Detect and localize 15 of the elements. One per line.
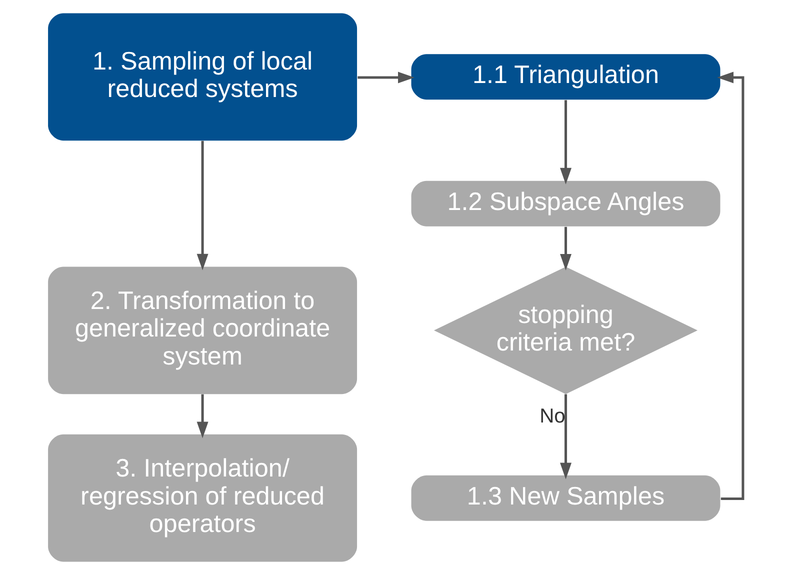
node-box: 1. Sampling of local reduced systems [48, 13, 358, 141]
node-box: 2. Transformation to generalized coordinate system [48, 266, 358, 394]
node-box: 3. Interpolation/ regression of reduced operators [48, 434, 358, 562]
edge-label: No [540, 406, 566, 428]
node-diamond: stopping criteria met? [434, 266, 698, 394]
node-box: 1.2 Subspace Angles [411, 180, 720, 226]
arrow [196, 394, 208, 438]
node-box: 1.3 New Samples [411, 475, 720, 521]
arrow [196, 140, 208, 270]
arrow [717, 72, 744, 500]
arrow [358, 72, 414, 84]
arrow [560, 226, 572, 270]
arrow [560, 100, 572, 184]
arrow [560, 394, 572, 480]
node-box: 1.1 Triangulation [411, 54, 720, 100]
